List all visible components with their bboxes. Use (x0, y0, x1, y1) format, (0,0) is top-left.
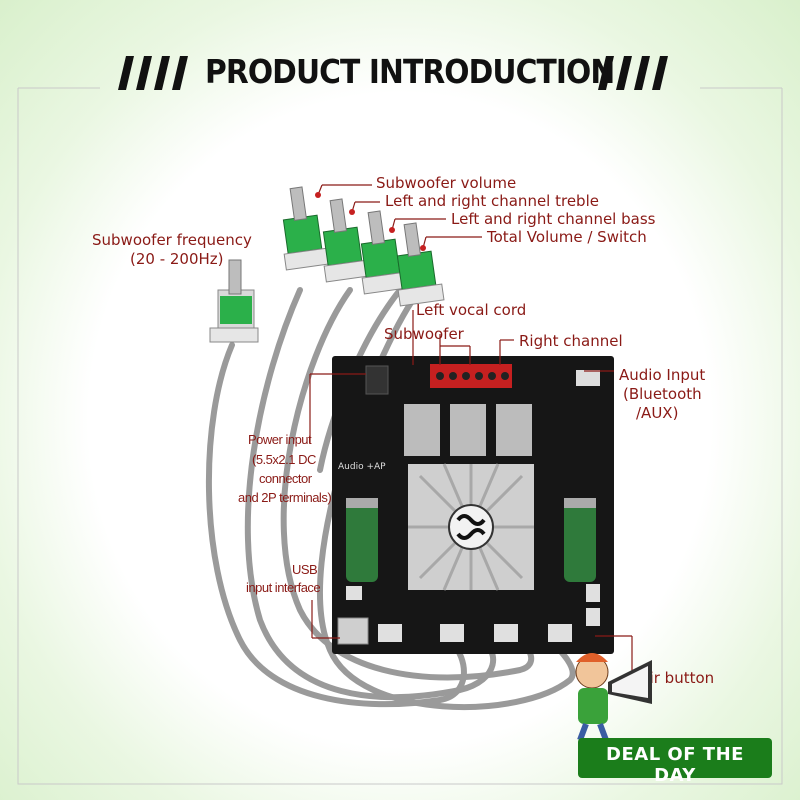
label-usb-1: USB (292, 562, 318, 577)
label-subwoofer-frequency: Subwoofer frequency (92, 231, 252, 249)
label-subwoofer-frequency-range: (20 - 200Hz) (130, 250, 224, 268)
label-power-input-3: connector (259, 471, 312, 486)
label-power-input-2: (5.5x2.1 DC (252, 452, 316, 467)
title-stripes-right (598, 56, 668, 90)
label-subwoofer: Subwoofer (384, 325, 464, 343)
label-subwoofer-volume: Subwoofer volume (376, 174, 517, 192)
label-treble: Left and right channel treble (385, 192, 599, 210)
page-title: PRODUCT INTRODUCTION (205, 52, 615, 91)
label-power-input-1: Power input (248, 432, 312, 447)
label-pair-button: Pair button (632, 669, 715, 687)
label-power-input-4: and 2P terminals) (238, 490, 332, 505)
label-audio-input-3: /AUX) (636, 404, 679, 422)
label-audio-input-1: Audio Input (619, 366, 706, 384)
label-left-vocal-cord: Left vocal cord (416, 301, 527, 319)
label-bass: Left and right channel bass (451, 210, 656, 228)
deal-badge-text: DEAL OF THE DAY (606, 744, 744, 786)
mascot-megaphone-illustration (575, 653, 652, 742)
board-silkscreen: Audio +AP (338, 462, 386, 472)
label-total-volume: Total Volume / Switch (487, 228, 647, 246)
label-right-channel: Right channel (519, 332, 623, 350)
label-usb-2: input interface (246, 580, 321, 595)
label-audio-input-2: (Bluetooth (623, 385, 702, 403)
deal-badge (578, 738, 772, 778)
title-stripes-left (118, 56, 188, 90)
